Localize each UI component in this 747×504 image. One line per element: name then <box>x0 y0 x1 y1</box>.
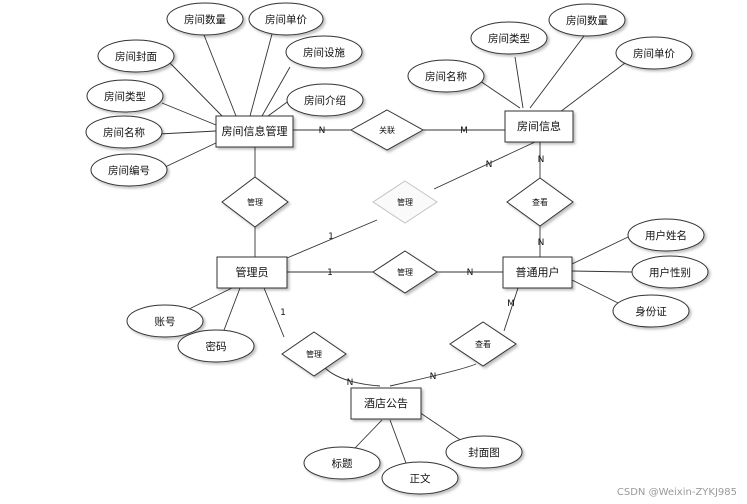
attr-notice-cover: 封面图 <box>445 435 523 469</box>
svg-text:房间设施: 房间设施 <box>303 46 345 59</box>
card-admin-notice-one: 1 <box>280 308 286 318</box>
attr-room-qty: 房间数量 <box>166 2 244 36</box>
attr-info-room-price: 房间单价 <box>615 36 693 70</box>
svg-text:房间名称: 房间名称 <box>425 70 467 83</box>
card-user-notice-m: M <box>507 299 515 309</box>
attr-admin-account: 账号 <box>126 304 204 338</box>
attr-room-facility: 房间设施 <box>285 35 363 69</box>
attr-notice-body: 正文 <box>381 461 459 495</box>
svg-text:管理: 管理 <box>397 197 413 207</box>
entity-label: 酒店公告 <box>364 396 408 410</box>
rel-manage-user: 管理 <box>372 250 438 294</box>
card-user-view: N <box>538 238 545 248</box>
attr-room-no: 房间编号 <box>90 153 168 187</box>
card-admin-room-info-one: 1 <box>328 232 334 242</box>
svg-text:标题: 标题 <box>332 458 353 470</box>
svg-text:房间封面: 房间封面 <box>115 50 157 63</box>
attr-user-name: 用户姓名 <box>627 218 705 252</box>
svg-text:密码: 密码 <box>206 340 227 353</box>
rel-view-notice: 查看 <box>449 321 517 367</box>
attr-room-intro: 房间介绍 <box>286 83 364 117</box>
svg-text:管理: 管理 <box>397 267 413 277</box>
svg-text:房间编号: 房间编号 <box>108 164 150 177</box>
attr-room-type: 房间类型 <box>86 79 164 113</box>
svg-text:管理: 管理 <box>247 197 263 207</box>
svg-text:房间数量: 房间数量 <box>566 14 608 27</box>
card-room-info-view: N <box>538 155 545 165</box>
entity-label: 管理员 <box>236 265 269 279</box>
svg-text:身份证: 身份证 <box>635 305 667 318</box>
rel-manage-notice: 管理 <box>281 331 347 377</box>
attr-user-id-card: 身份证 <box>612 294 690 328</box>
entity-admin: 管理员 <box>216 256 288 289</box>
attr-info-room-type: 房间类型 <box>470 21 548 55</box>
attr-notice-title: 标题 <box>303 446 381 480</box>
svg-text:房间名称: 房间名称 <box>103 126 145 139</box>
card-assoc-left: N <box>319 126 326 136</box>
entity-label: 房间信息 <box>517 119 561 133</box>
svg-text:房间数量: 房间数量 <box>184 13 226 26</box>
entity-room-info: 房间信息 <box>504 110 574 143</box>
svg-text:用户性别: 用户性别 <box>649 266 691 279</box>
attr-info-room-name: 房间名称 <box>407 59 485 93</box>
rel-view-room-info: 查看 <box>506 177 574 227</box>
cardinality-labels: N M 1 N N N 1 N 1 N N M <box>280 126 544 388</box>
card-admin-user-n: N <box>467 268 474 278</box>
svg-text:管理: 管理 <box>306 349 322 359</box>
svg-text:房间介绍: 房间介绍 <box>304 94 346 107</box>
attr-user-gender: 用户性别 <box>631 255 709 289</box>
svg-text:关联: 关联 <box>379 125 395 135</box>
svg-text:正文: 正文 <box>410 472 431 485</box>
entity-label: 房间信息管理 <box>222 124 288 138</box>
svg-text:封面图: 封面图 <box>468 446 500 459</box>
svg-text:账号: 账号 <box>155 316 176 328</box>
rel-manage-room-info: 管理 <box>372 180 438 224</box>
attr-room-name: 房间名称 <box>85 115 163 149</box>
card-notice-admin-n: N <box>347 378 354 388</box>
rel-associate: 关联 <box>349 109 425 151</box>
svg-text:查看: 查看 <box>475 339 491 349</box>
svg-text:查看: 查看 <box>532 197 548 207</box>
connector-lines <box>158 33 633 464</box>
svg-text:用户姓名: 用户姓名 <box>645 229 687 242</box>
card-admin-user-one: 1 <box>327 268 333 278</box>
svg-text:房间单价: 房间单价 <box>633 47 675 60</box>
entity-user: 普通用户 <box>502 256 573 289</box>
svg-text:房间类型: 房间类型 <box>488 32 530 45</box>
entity-room-info-management: 房间信息管理 <box>215 115 294 148</box>
attr-admin-password: 密码 <box>177 329 255 363</box>
attr-room-price: 房间单价 <box>248 2 324 36</box>
card-assoc-right: M <box>460 126 468 136</box>
rel-manage-room-info-mgmt: 管理 <box>221 176 289 228</box>
card-notice-user-n: N <box>430 372 437 382</box>
svg-text:房间类型: 房间类型 <box>104 90 146 103</box>
csdn-watermark: CSDN @Weixin-ZYKJ985 <box>616 487 737 498</box>
svg-text:房间单价: 房间单价 <box>265 13 307 26</box>
attr-info-room-qty: 房间数量 <box>548 3 626 37</box>
entity-label: 普通用户 <box>516 265 560 279</box>
attr-room-cover: 房间封面 <box>97 39 175 73</box>
card-admin-room-info-n: N <box>486 160 493 170</box>
entity-notice: 酒店公告 <box>350 387 422 420</box>
